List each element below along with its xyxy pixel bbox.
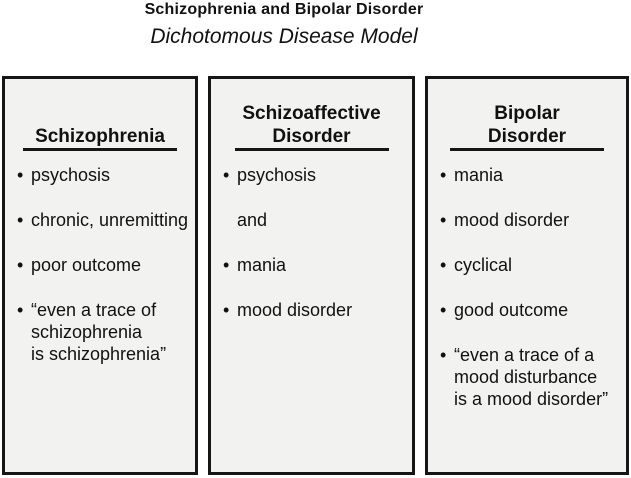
heading-underline (450, 148, 604, 151)
schizoaffective-box-heading: Schizoaffective Disorder (242, 103, 381, 147)
bipolar-bullet-list: • mania • mood disorder • cyclical • goo… (428, 164, 626, 410)
list-item: • psychosis (17, 164, 191, 186)
bullet-icon: • (440, 300, 447, 320)
list-item-text: psychosis (31, 165, 111, 185)
bipolar-box-heading: Bipolar Disorder (487, 103, 567, 147)
list-item-text: cyclical (454, 255, 513, 275)
bullet-icon: • (17, 300, 24, 320)
schizoaffective-disorder-box: Schizoaffective Disorder • psychosis and… (208, 76, 415, 475)
list-item-text: mood disorder (454, 210, 570, 230)
list-item: and (223, 209, 408, 231)
bullet-icon: • (440, 255, 447, 275)
bullet-icon: • (440, 345, 447, 365)
list-item: • psychosis (223, 164, 408, 186)
schizoaffective-bullet-list: • psychosis and • mania • mood disorder (211, 164, 412, 321)
list-item-text: poor outcome (31, 255, 142, 275)
heading-underline (234, 148, 389, 151)
list-item: • mood disorder (223, 299, 408, 321)
list-item-text: mood disorder (237, 300, 353, 320)
list-item-text: good outcome (454, 300, 569, 320)
list-item: • “even a trace of schizophrenia is schi… (17, 299, 191, 365)
figure-title: Schizophrenia and Bipolar Disorder (144, 1, 424, 18)
bullet-icon: • (17, 255, 24, 275)
bullet-icon: • (223, 300, 230, 320)
schizophrenia-box: Schizophrenia • psychosis • chronic, unr… (2, 76, 198, 475)
heading-underline (23, 148, 177, 151)
list-item-text: mania (237, 255, 287, 275)
schizophrenia-box-heading: Schizophrenia (35, 126, 165, 147)
figure-subtitle: Dichotomous Disease Model (150, 25, 418, 48)
list-item: • mania (440, 164, 622, 186)
list-item: • chronic, unremitting (17, 209, 191, 231)
list-item-text: mania (454, 165, 504, 185)
list-item: • “even a trace of a mood disturbance is… (440, 344, 622, 410)
bullet-icon: • (17, 210, 24, 230)
list-item-text: psychosis (237, 165, 317, 185)
bullet-icon: • (440, 210, 447, 230)
list-item: • poor outcome (17, 254, 191, 276)
list-item: • good outcome (440, 299, 622, 321)
bullet-icon: • (17, 165, 24, 185)
bipolar-disorder-box: Bipolar Disorder • mania • mood disorder… (425, 76, 629, 475)
bullet-icon: • (440, 165, 447, 185)
list-item: • cyclical (440, 254, 622, 276)
bullet-icon: • (223, 165, 230, 185)
schizophrenia-bullet-list: • psychosis • chronic, unremitting • poo… (5, 164, 195, 365)
list-item-text: “even a trace of schizophrenia is schizo… (31, 300, 167, 364)
list-item: • mood disorder (440, 209, 622, 231)
list-item-text: chronic, unremitting (31, 210, 189, 230)
bullet-icon: • (223, 255, 230, 275)
list-item: • mania (223, 254, 408, 276)
list-item-text: “even a trace of a mood disturbance is a… (454, 345, 609, 409)
list-item-text: and (237, 210, 268, 230)
